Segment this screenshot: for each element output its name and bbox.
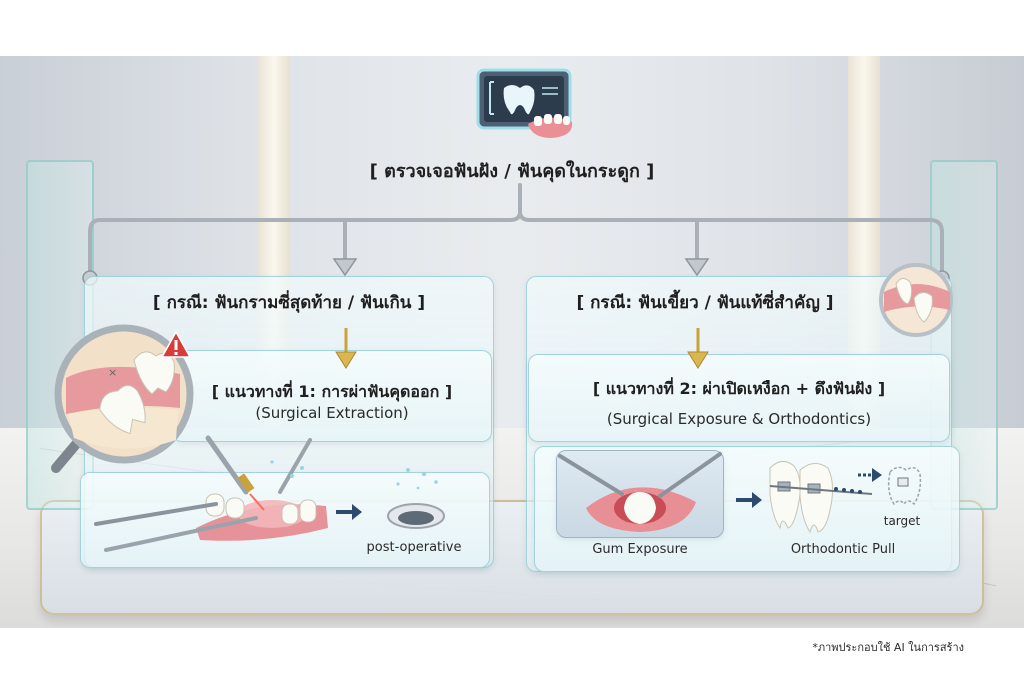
arrow-down-icon bbox=[335, 328, 357, 369]
caption-orthodontic-pull: Orthodontic Pull bbox=[790, 542, 896, 557]
caption-target: target bbox=[883, 514, 921, 528]
xray-tooth-icon bbox=[476, 68, 573, 138]
caption-post-operative: post-operative bbox=[366, 540, 462, 555]
caption-gum-exposure: Gum Exposure bbox=[592, 542, 688, 557]
svg-text:×: × bbox=[108, 366, 117, 379]
arrow-right-icon bbox=[736, 492, 762, 508]
warning-icon bbox=[161, 331, 191, 358]
target-tooth-icon bbox=[887, 466, 922, 506]
ai-disclaimer: *ภาพประกอบใช้ AI ในการสร้าง bbox=[812, 641, 964, 654]
extraction-socket-icon bbox=[387, 468, 445, 529]
arrow-down-icon bbox=[687, 328, 709, 369]
gum-exposure-icon bbox=[558, 452, 722, 532]
approach-subtitle-left: (Surgical Extraction) bbox=[255, 404, 409, 422]
impacted-canine-icon bbox=[879, 263, 953, 337]
surgical-tools-icon bbox=[94, 435, 328, 552]
approach-card-left bbox=[172, 350, 492, 442]
approach-subtitle-right: (Surgical Exposure & Orthodontics) bbox=[606, 410, 872, 428]
arrow-right-icon bbox=[858, 468, 882, 482]
case-title-right: [ กรณี: ฟันเขี้ยว / ฟันแท้ซี่สำคัญ ] bbox=[576, 293, 834, 313]
case-title-left: [ กรณี: ฟันกรามซี่สุดท้าย / ฟันเกิน ] bbox=[152, 293, 426, 313]
arrow-down-icon bbox=[332, 258, 358, 277]
main-title: [ ตรวจเจอฟันฝัง / ฟันคุดในกระดูก ] bbox=[369, 161, 655, 182]
approach-title-right: [ แนวทางที่ 2: ผ่าเปิดเหงือก + ดึงฟันฝัง… bbox=[592, 379, 886, 398]
impacted-molar-magnifier-icon: × bbox=[51, 324, 194, 473]
braces-teeth-icon bbox=[769, 461, 873, 534]
arrow-right-icon bbox=[336, 504, 362, 520]
arrow-down-icon bbox=[684, 258, 710, 277]
footer-band bbox=[0, 628, 1024, 683]
approach-card-right bbox=[528, 354, 950, 442]
approach-title-left: [ แนวทางที่ 1: การผ่าฟันคุดออก ] bbox=[211, 382, 453, 401]
